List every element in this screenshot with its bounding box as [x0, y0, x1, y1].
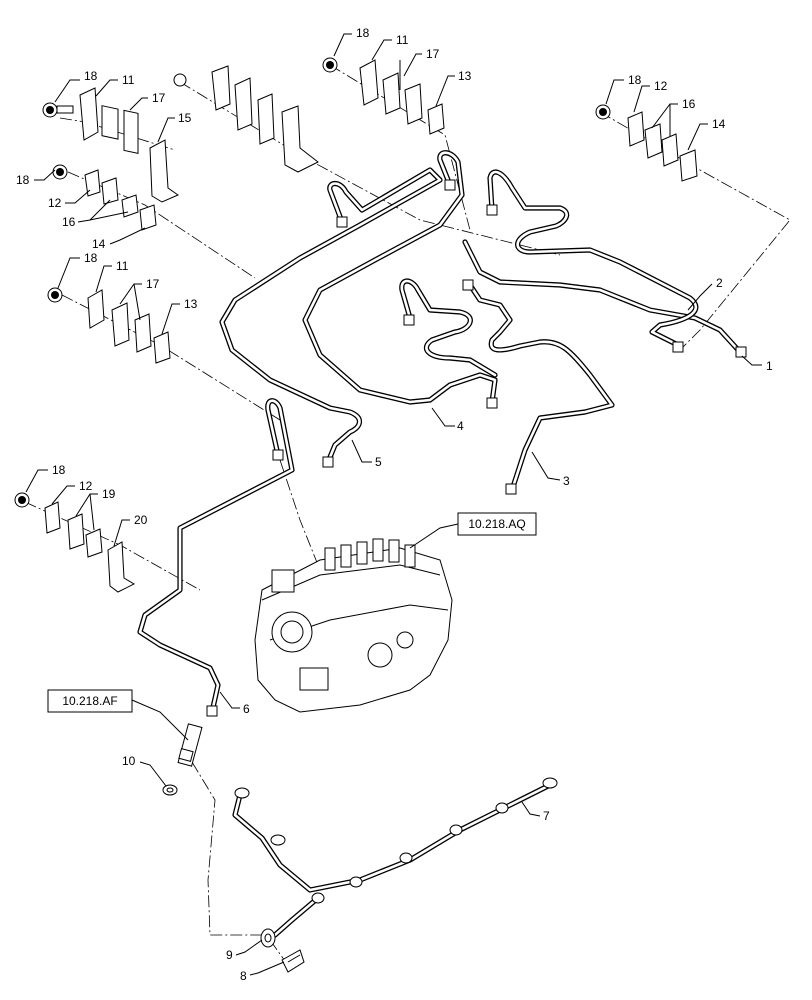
callout-17-top-center: 17 — [426, 47, 440, 61]
callout-18-top-right: 18 — [628, 73, 642, 87]
callout-9: 9 — [226, 948, 233, 962]
bolt-bracket-top — [173, 65, 319, 173]
callout-18-top-center: 18 — [356, 26, 370, 40]
callout-7: 7 — [543, 809, 550, 823]
pipe-4-loop — [399, 278, 498, 378]
fuel-injector — [177, 723, 203, 767]
callout-10: 10 — [122, 754, 136, 768]
callout-17-top-left: 17 — [152, 91, 166, 105]
pipe-5 — [219, 167, 443, 465]
callout-16-top-right: 16 — [682, 97, 696, 111]
callout-11-middle-left: 11 — [116, 259, 129, 273]
pipe-2 — [487, 169, 699, 348]
pipe-end-nuts — [206, 179, 747, 717]
callout-12-top-right: 12 — [654, 79, 668, 93]
banjo-washer — [260, 928, 276, 948]
clamp-group-upper-left-2 — [52, 164, 157, 231]
clamp-group-top-right — [595, 104, 698, 182]
reference-injector-label: 10.218.AF — [62, 694, 117, 708]
callout-1: 1 — [766, 359, 773, 373]
callout-12-upper-left: 12 — [48, 196, 62, 210]
callout-16-upper-left: 16 — [62, 215, 76, 229]
reference-box-injection-pump[interactable]: 10.218.AQ — [457, 512, 537, 536]
callout-11-top-left: 11 — [122, 73, 135, 87]
callout-18-middle-left: 18 — [84, 251, 98, 265]
callout-3: 3 — [563, 474, 570, 488]
callout-11-top-center: 11 — [396, 33, 409, 47]
callout-2: 2 — [716, 276, 723, 290]
clamp-group-top-left — [42, 87, 180, 203]
callout-19: 19 — [102, 487, 116, 501]
callout-12-lower-left: 12 — [79, 479, 93, 493]
callout-4: 4 — [457, 419, 464, 433]
pipe-1 — [462, 239, 743, 355]
banjo-bolt — [281, 949, 305, 973]
callout-6: 6 — [243, 702, 250, 716]
callout-numbers: 1 2 3 4 5 6 7 8 9 10 18 11 17 15 18 12 1… — [16, 26, 773, 983]
pipe-4 — [302, 150, 498, 405]
pipe-6 — [137, 398, 295, 715]
sealing-washer — [162, 784, 178, 796]
pipe-7-leak-off-line — [232, 777, 558, 938]
callout-17-middle-left: 17 — [146, 277, 160, 291]
callout-14-upper-left: 14 — [92, 237, 106, 251]
clamp-group-top-center — [322, 57, 445, 135]
callout-15: 15 — [178, 111, 192, 125]
callout-13-top-center: 13 — [458, 69, 472, 83]
callout-5: 5 — [375, 455, 382, 469]
fuel-injection-pump — [254, 538, 453, 713]
callout-18-top-left: 18 — [84, 69, 98, 83]
reference-box-injector[interactable]: 10.218.AF — [47, 689, 133, 713]
callout-18-upper-left: 18 — [16, 173, 30, 187]
callout-18-lower-left: 18 — [52, 463, 66, 477]
callout-20: 20 — [134, 513, 148, 527]
callout-leaders — [25, 33, 762, 976]
callout-13-middle-left: 13 — [184, 297, 198, 311]
clamp-group-middle-left — [47, 287, 171, 364]
callout-14-top-right: 14 — [712, 117, 726, 131]
pipe-3 — [467, 282, 615, 493]
clamp-group-lower-left — [14, 492, 136, 593]
reference-injection-pump-label: 10.218.AQ — [468, 517, 525, 531]
callout-8: 8 — [240, 969, 247, 983]
